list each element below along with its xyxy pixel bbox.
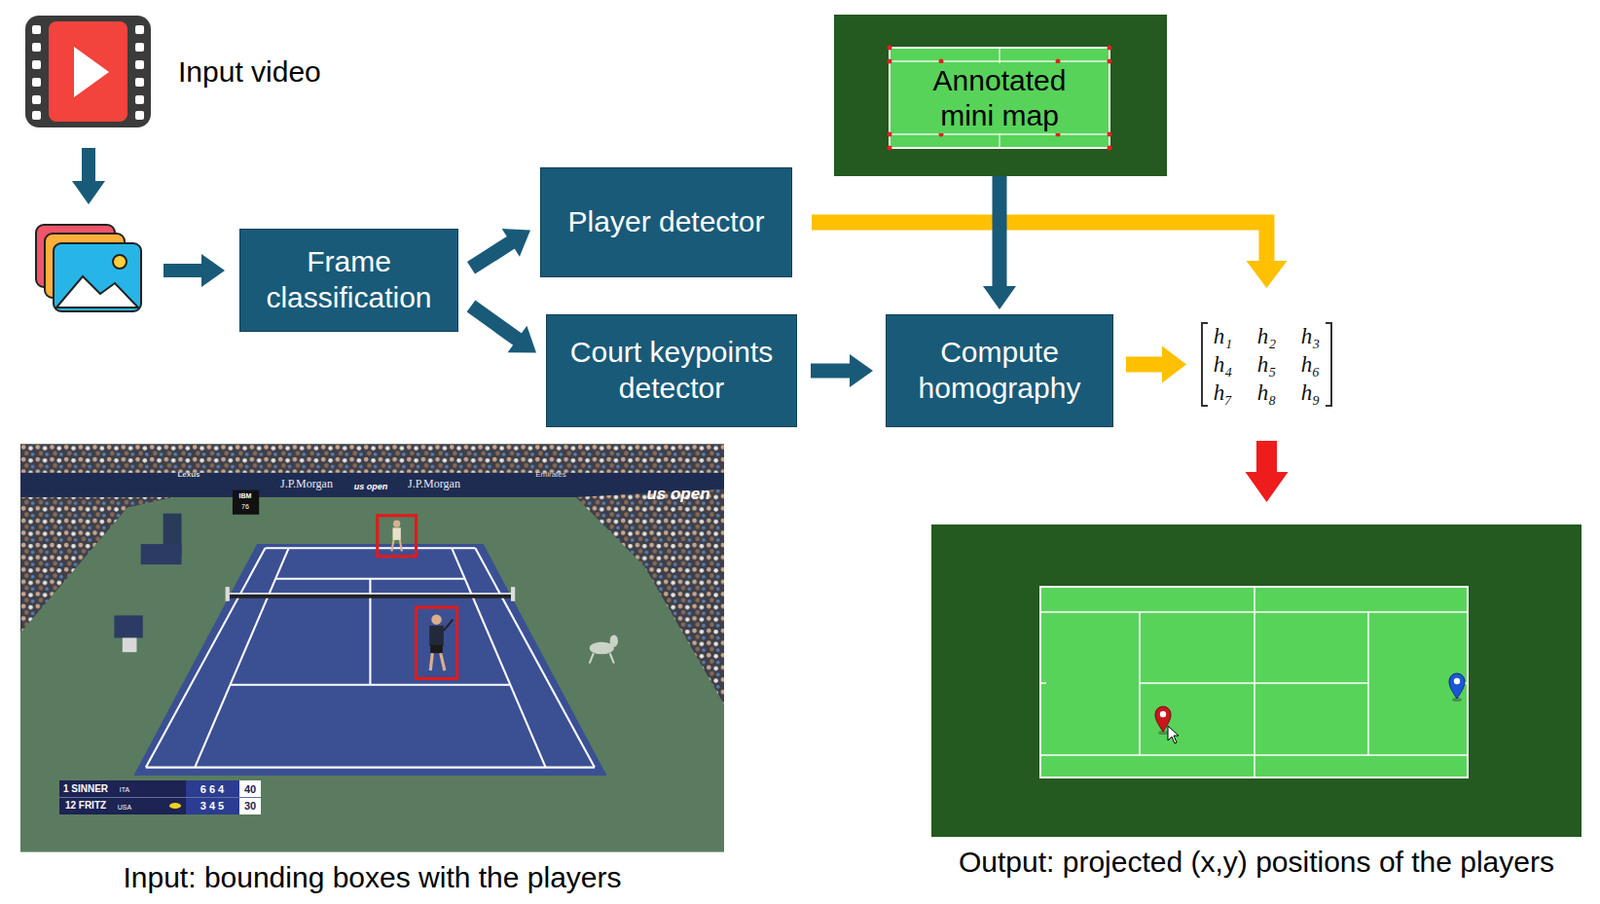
photo-text: Lexus: [177, 471, 200, 479]
caption: Output: projected (x,y) positions of the…: [931, 845, 1582, 878]
photo-text: 1 SINNER: [63, 784, 109, 795]
flow-arrow: [163, 254, 225, 288]
photo-text: USA: [117, 803, 132, 811]
photo-text: 6 6 4: [200, 784, 224, 796]
process-box: Frame classification: [239, 228, 459, 332]
output-map-panel: [931, 524, 1582, 837]
arrow-shaft: [471, 306, 518, 341]
process-label: Player detector: [568, 204, 765, 241]
process-label: Frame classification: [257, 244, 440, 316]
photo-text: IBM: [239, 492, 253, 500]
process-label: Compute homography: [904, 334, 1095, 406]
logo: [589, 634, 619, 663]
photo-text: 12 FRITZ: [65, 800, 107, 811]
bounding-box: [416, 607, 458, 679]
bounding-box: [377, 515, 417, 557]
mini-map-court: Annotated mini map: [889, 47, 1110, 148]
flow-arrow: [1126, 346, 1187, 384]
arrow-shaft: [471, 242, 512, 269]
photo-text: us open: [354, 482, 389, 492]
flow-arrow: [471, 228, 531, 268]
player-marker: [1449, 673, 1465, 702]
arrow-shaft: [1256, 440, 1277, 473]
cursor: [1167, 726, 1179, 744]
photo-text: 30: [244, 800, 256, 812]
flow-arrow: [1245, 440, 1289, 503]
arrow-head: [508, 326, 537, 354]
caption: Input: bounding boxes with the players: [20, 861, 725, 894]
arrow-head: [1162, 346, 1187, 384]
process-box: Player detector: [540, 167, 793, 278]
matrix-entry: h₇: [1200, 378, 1245, 407]
map-label: Annotated mini map: [909, 63, 1091, 134]
flow-arrow: [810, 354, 873, 388]
matrix-entry: h₉: [1288, 378, 1333, 407]
arrow-head: [1245, 472, 1289, 503]
matrix-entry: h₆: [1288, 350, 1333, 379]
matrix-entry: h₃: [1288, 322, 1333, 351]
matrix-entry: h₁: [1200, 322, 1245, 351]
scoreboard: [59, 780, 261, 815]
near-player: [429, 614, 453, 671]
arrow-head: [1246, 260, 1288, 289]
far-player: [391, 519, 401, 551]
matrix-entry: h₈: [1244, 378, 1289, 407]
photo-text: 76: [241, 503, 250, 510]
arrow-shaft: [992, 176, 1008, 288]
tennis-frame: [20, 443, 725, 852]
video-icon: [25, 15, 151, 128]
photo-text: 40: [244, 784, 256, 796]
flow-arrow: [811, 222, 1288, 290]
matrix-entry: h₅: [1244, 350, 1289, 379]
flow-arrow: [982, 176, 1017, 310]
arrow-head: [982, 286, 1017, 310]
photo-text: J.P.Morgan: [280, 477, 333, 490]
photo-text: ITA: [119, 786, 130, 794]
process-label: Court keypoints detector: [564, 334, 779, 406]
photo-text: 3 4 5: [200, 800, 224, 812]
flow-arrow: [72, 147, 106, 205]
arrow-head: [849, 354, 873, 388]
video-input: Input video: [25, 15, 347, 128]
flow-arrow: [471, 306, 537, 354]
mini-map-panel: [834, 14, 1167, 177]
arrow-shaft: [1126, 357, 1164, 373]
output-map: Output: projected (x,y) positions of the…: [931, 524, 1582, 837]
process-box: Compute homography: [885, 314, 1114, 428]
matrix-entry: h₂: [1244, 322, 1289, 351]
arrow-shaft: [811, 222, 1268, 263]
input-label: Input video: [178, 55, 322, 89]
photo-text: J.P.Morgan: [407, 477, 461, 490]
frames-icon: [36, 224, 142, 312]
arrow-shaft: [810, 363, 851, 379]
arrow-head: [502, 228, 531, 257]
photo-text: us open: [646, 485, 710, 503]
matrix-bracket: [1201, 323, 1332, 406]
homography-matrix: h₁h₂h₃ h₄h₅h₆ h₇h₈h₉: [1199, 321, 1335, 408]
matrix-entry: h₄: [1200, 350, 1245, 379]
process-box: Court keypoints detector: [545, 314, 798, 428]
photo-text: Emirates: [535, 471, 567, 479]
